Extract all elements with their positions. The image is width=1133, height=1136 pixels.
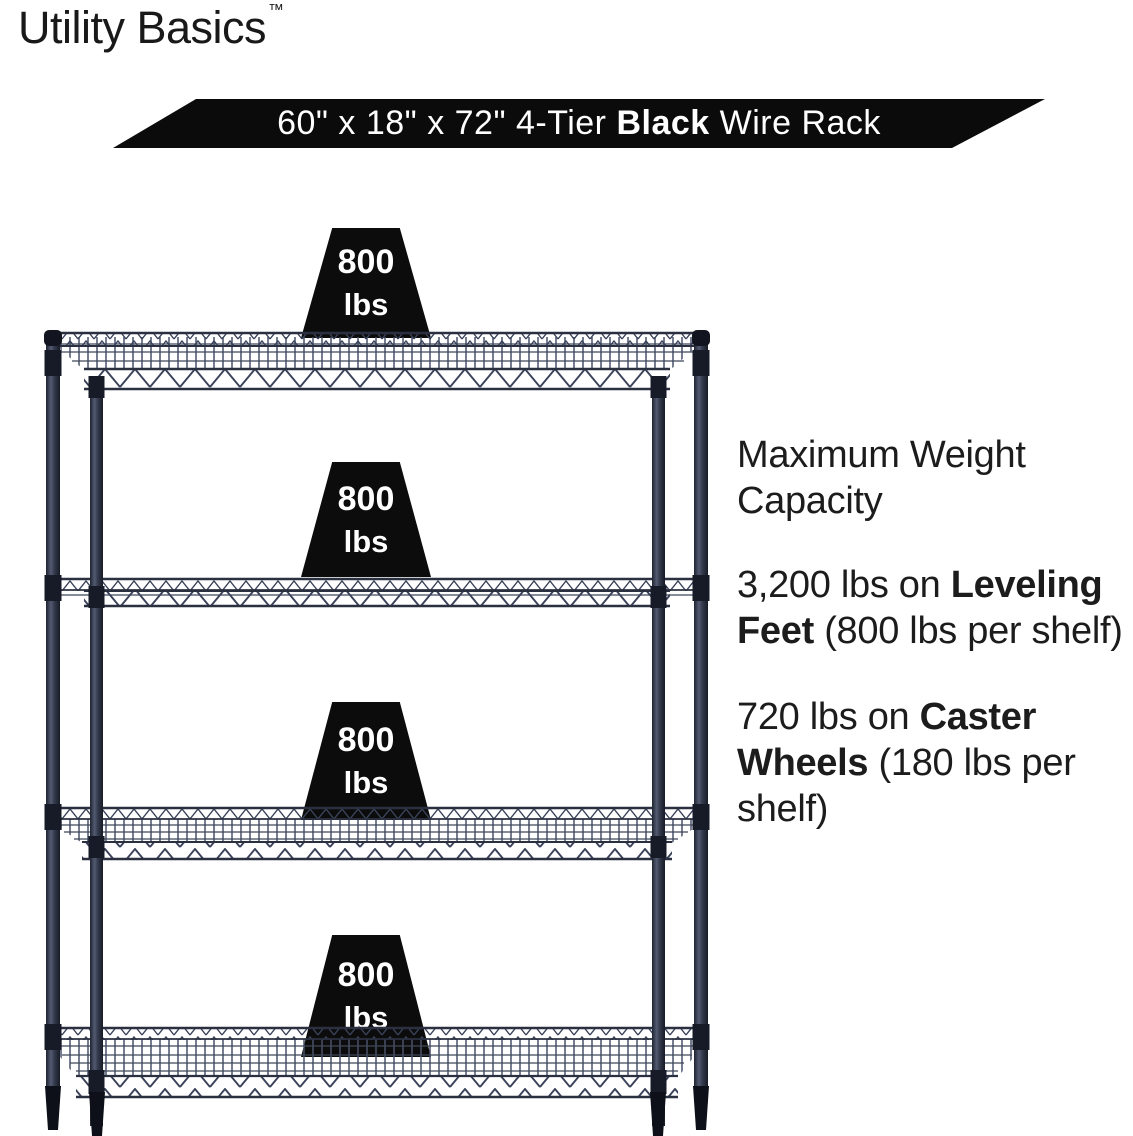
weight-unit: lbs xyxy=(343,765,389,800)
leveling-prefix: 3,200 lbs on xyxy=(737,564,951,606)
caster-prefix: 720 lbs on xyxy=(737,696,920,738)
brand-name: Utility Basics xyxy=(18,2,267,53)
leveling-feet-text: 3,200 lbs on Leveling Feet (800 lbs per … xyxy=(737,562,1133,654)
weight-badge-shelf-1: 800 lbs xyxy=(301,228,431,338)
caster-wheels-text: 720 lbs on Caster Wheels (180 lbs per sh… xyxy=(737,694,1133,832)
shelf-4 xyxy=(46,1026,708,1099)
caster-bold: Caster Wheels xyxy=(737,696,1037,784)
leveling-bold: Leveling Feet xyxy=(737,564,1103,652)
weight-unit: lbs xyxy=(343,523,389,559)
banner-product-word: Wire Rack xyxy=(709,104,881,142)
shelf-1 xyxy=(46,331,708,391)
weight-value: 800 xyxy=(337,956,395,994)
wire-rack-image xyxy=(44,330,710,1136)
weight-value: 800 xyxy=(337,479,395,518)
trademark-symbol: ™ xyxy=(268,2,284,19)
weight-value: 800 xyxy=(337,243,395,281)
weight-unit: lbs xyxy=(343,287,389,322)
weight-value: 800 xyxy=(337,721,395,759)
banner-text: 60" x 18" x 72" 4-Tier Black Wire Rack xyxy=(277,104,881,143)
title-banner: 60" x 18" x 72" 4-Tier Black Wire Rack xyxy=(113,99,1045,148)
leveling-feet xyxy=(45,1086,709,1136)
rack-posts xyxy=(44,330,710,1126)
shelf-2 xyxy=(46,577,708,608)
banner-color-word: Black xyxy=(616,104,710,142)
banner-dimensions: 60" x 18" x 72" 4-Tier xyxy=(277,104,617,142)
leveling-suffix: (800 lbs per shelf) xyxy=(813,610,1123,652)
caster-suffix: (180 lbs per shelf) xyxy=(737,742,1076,830)
max-weight-heading: Maximum Weight Capacity xyxy=(737,434,1026,522)
capacity-info: Maximum Weight Capacity 3,200 lbs on Lev… xyxy=(737,432,1133,872)
shelf-3 xyxy=(46,806,708,861)
